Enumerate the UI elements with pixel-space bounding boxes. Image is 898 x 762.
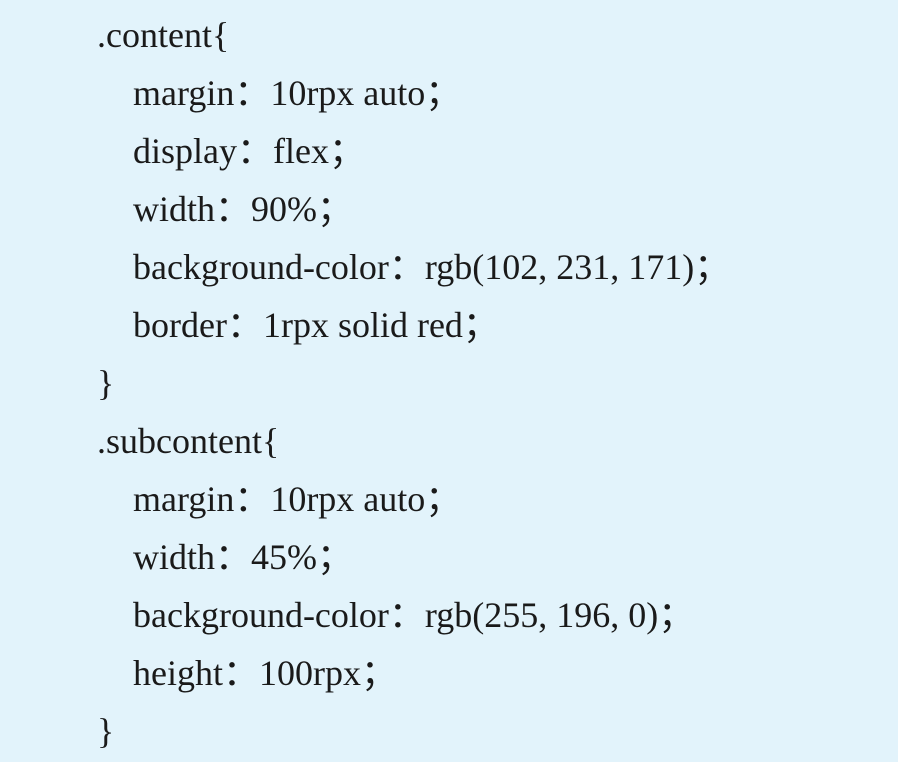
code-line-content-selector: .content{ — [97, 15, 230, 55]
code-line-subcontent-selector: .subcontent{ — [97, 421, 280, 461]
code-line-content-close-brace: } — [97, 363, 115, 403]
css-code-block: .content{ margin：10rpx auto； display：fle… — [97, 6, 730, 760]
code-line-subcontent-background-color: background-color：rgb(255, 196, 0)； — [133, 595, 695, 635]
code-line-subcontent-margin: margin：10rpx auto； — [133, 479, 462, 519]
code-line-content-display: display：flex； — [133, 131, 365, 171]
code-line-subcontent-height: height：100rpx； — [133, 653, 397, 693]
code-line-content-border: border：1rpx solid red； — [133, 305, 499, 345]
code-line-subcontent-width: width：45%； — [133, 537, 353, 577]
code-line-content-margin: margin：10rpx auto； — [133, 73, 462, 113]
code-line-content-background-color: background-color：rgb(102, 231, 171)； — [133, 247, 731, 287]
code-line-subcontent-close-brace: } — [97, 711, 115, 751]
code-line-content-width: width：90%； — [133, 189, 353, 229]
